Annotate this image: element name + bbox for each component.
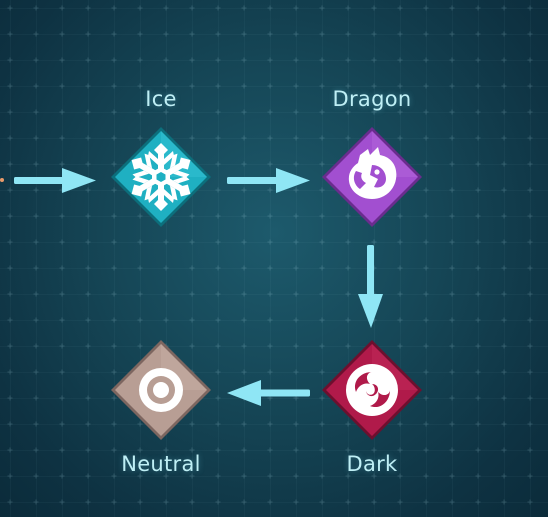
node-label-ice: Ice (145, 87, 177, 111)
arrow-ice-to-dragon (226, 166, 312, 196)
node-label-dragon: Dragon (332, 87, 412, 111)
node-label-dark: Dark (346, 452, 398, 476)
dragon-head-icon (322, 127, 422, 227)
element-node-neutral[interactable] (109, 338, 213, 442)
snowflake-icon (111, 127, 211, 227)
arrow-dragon-to-dark (356, 244, 386, 330)
arrow-dark-to-neutral (226, 378, 312, 408)
swirl-icon (322, 340, 422, 440)
element-node-ice[interactable] (109, 125, 213, 229)
element-node-dragon[interactable] (320, 125, 424, 229)
target-rings-icon (111, 340, 211, 440)
node-label-neutral: Neutral (121, 452, 201, 476)
arrow-incoming-to-ice (0, 166, 100, 196)
element-node-dark[interactable] (320, 338, 424, 442)
